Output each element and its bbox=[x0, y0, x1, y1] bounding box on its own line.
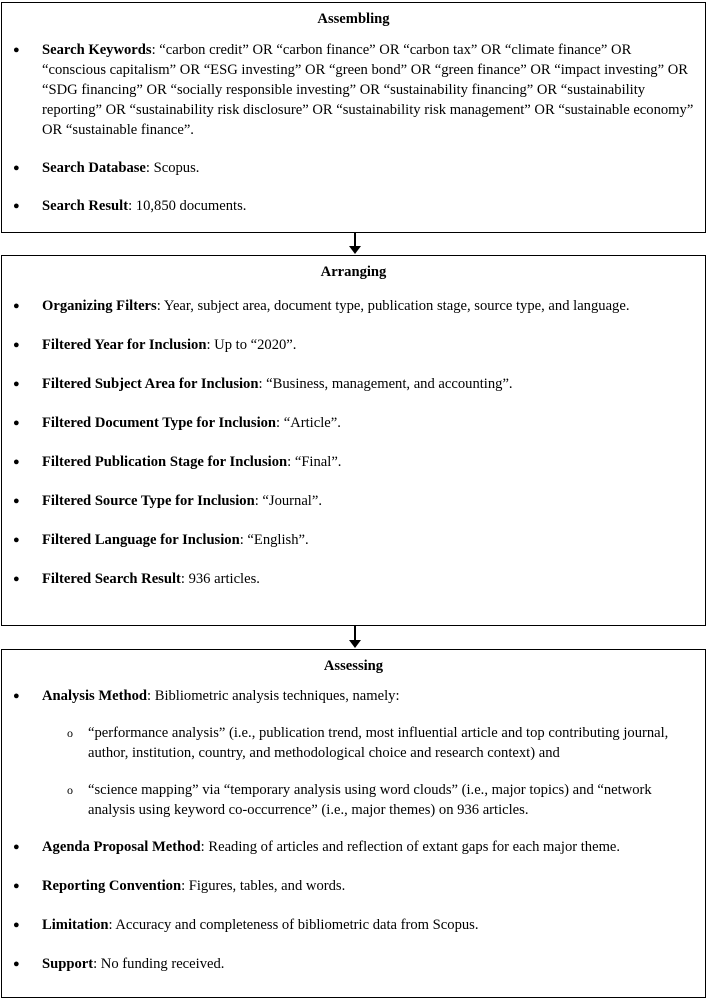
item-text: : Scopus. bbox=[145, 160, 200, 176]
item-text: : 936 articles. bbox=[180, 571, 260, 587]
item-label: Reporting Convention bbox=[42, 878, 182, 894]
bullet-icon: ● bbox=[13, 880, 20, 892]
assessing-list: ● Analysis Method: Bibliometric analysis… bbox=[2, 686, 705, 974]
item-text: : “English”. bbox=[239, 532, 309, 548]
assembling-title: Assembling bbox=[317, 11, 390, 27]
item-label: Filtered Source Type for Inclusion bbox=[42, 493, 255, 509]
list-item: ● Support: No funding received. bbox=[2, 954, 705, 974]
bullet-icon: ● bbox=[13, 919, 20, 931]
bullet-icon: ● bbox=[13, 300, 20, 312]
item-label: Support bbox=[42, 956, 94, 972]
item-label: Filtered Subject Area for Inclusion bbox=[42, 376, 259, 392]
list-item: ● Filtered Language for Inclusion: “Engl… bbox=[2, 530, 705, 550]
arranging-title: Arranging bbox=[320, 264, 387, 280]
list-item: ● Organizing Filters: Year, subject area… bbox=[2, 296, 705, 316]
assembling-box: Assembling ● Search Keywords: “carbon cr… bbox=[1, 2, 706, 233]
list-item: ● Analysis Method: Bibliometric analysis… bbox=[2, 686, 705, 706]
item-text: : “Journal”. bbox=[254, 493, 322, 509]
item-text: : No funding received. bbox=[93, 956, 225, 972]
item-label: Search Keywords bbox=[42, 42, 152, 58]
item-text: : 10,850 documents. bbox=[128, 198, 247, 214]
item-label: Filtered Search Result bbox=[42, 571, 181, 587]
sub-list-item: o “science mapping” via “temporary analy… bbox=[2, 780, 705, 820]
bullet-icon: ● bbox=[13, 162, 20, 174]
item-label: Agenda Proposal Method bbox=[42, 839, 201, 855]
item-text: : “carbon credit” OR “carbon finance” OR… bbox=[42, 42, 694, 138]
list-item: ● Filtered Year for Inclusion: Up to “20… bbox=[2, 335, 705, 355]
bullet-icon: ● bbox=[13, 495, 20, 507]
circle-bullet-icon: o bbox=[67, 783, 73, 797]
arrow-down-icon bbox=[349, 233, 361, 255]
list-item: ● Filtered Source Type for Inclusion: “J… bbox=[2, 491, 705, 511]
list-item: ● Search Database: Scopus. bbox=[2, 158, 705, 178]
assessing-title: Assessing bbox=[323, 658, 384, 674]
circle-bullet-icon: o bbox=[67, 726, 73, 740]
item-label: Search Database bbox=[42, 160, 146, 176]
assembling-list: ● Search Keywords: “carbon credit” OR “c… bbox=[2, 40, 705, 216]
item-label: Limitation bbox=[42, 917, 109, 933]
bullet-icon: ● bbox=[13, 456, 20, 468]
item-text: : Up to “2020”. bbox=[206, 337, 297, 353]
item-text: : “Business, management, and accounting”… bbox=[258, 376, 513, 392]
item-label: Search Result bbox=[42, 198, 129, 214]
item-text: : Accuracy and completeness of bibliomet… bbox=[108, 917, 479, 933]
list-item: ● Filtered Subject Area for Inclusion: “… bbox=[2, 374, 705, 394]
list-item: ● Filtered Publication Stage for Inclusi… bbox=[2, 452, 705, 472]
item-text: : Figures, tables, and words. bbox=[181, 878, 346, 894]
bullet-icon: ● bbox=[13, 690, 20, 702]
list-item: ● Limitation: Accuracy and completeness … bbox=[2, 915, 705, 935]
item-text: : Year, subject area, document type, pub… bbox=[156, 298, 630, 314]
item-text: : Bibliometric analysis techniques, name… bbox=[147, 688, 400, 704]
list-item: ● Filtered Search Result: 936 articles. bbox=[2, 569, 705, 589]
bullet-icon: ● bbox=[13, 841, 20, 853]
bullet-icon: ● bbox=[13, 534, 20, 546]
list-item: ● Reporting Convention: Figures, tables,… bbox=[2, 876, 705, 896]
arrow-down-icon bbox=[349, 626, 361, 649]
item-label: Filtered Document Type for Inclusion bbox=[42, 415, 277, 431]
bullet-icon: ● bbox=[13, 44, 20, 56]
item-text: : Reading of articles and reflection of … bbox=[200, 839, 621, 855]
assessing-box: Assessing ● Analysis Method: Bibliometri… bbox=[1, 649, 706, 998]
bullet-icon: ● bbox=[13, 200, 20, 212]
bullet-icon: ● bbox=[13, 573, 20, 585]
list-item: ● Search Result: 10,850 documents. bbox=[2, 196, 705, 216]
arranging-list: ● Organizing Filters: Year, subject area… bbox=[2, 296, 705, 589]
item-label: Filtered Publication Stage for Inclusion bbox=[42, 454, 288, 470]
bullet-icon: ● bbox=[13, 417, 20, 429]
item-text: : “Final”. bbox=[287, 454, 342, 470]
bullet-icon: ● bbox=[13, 958, 20, 970]
list-item: ● Search Keywords: “carbon credit” OR “c… bbox=[2, 40, 705, 140]
bullet-icon: ● bbox=[13, 339, 20, 351]
list-item: ● Filtered Document Type for Inclusion: … bbox=[2, 413, 705, 433]
bullet-icon: ● bbox=[13, 378, 20, 390]
sub-list-item: o “performance analysis” (i.e., publicat… bbox=[2, 723, 705, 763]
list-item: ● Agenda Proposal Method: Reading of art… bbox=[2, 837, 705, 857]
item-label: Filtered Year for Inclusion bbox=[42, 337, 207, 353]
arranging-box: Arranging ● Organizing Filters: Year, su… bbox=[1, 255, 706, 626]
sub-item-text: “performance analysis” (i.e., publicatio… bbox=[88, 725, 669, 761]
sub-item-text: “science mapping” via “temporary analysi… bbox=[88, 782, 652, 818]
item-label: Filtered Language for Inclusion bbox=[42, 532, 240, 548]
item-label: Organizing Filters bbox=[42, 298, 157, 314]
item-label: Analysis Method bbox=[42, 688, 148, 704]
item-text: : “Article”. bbox=[276, 415, 341, 431]
